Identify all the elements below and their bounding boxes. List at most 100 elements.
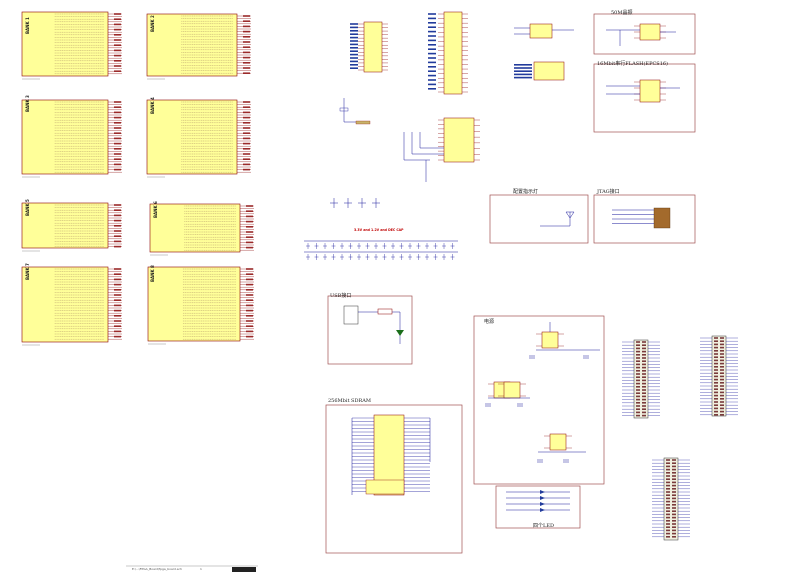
- hdr-dot: [720, 401, 724, 403]
- hdr-dot: [642, 373, 646, 375]
- hdr-dot: [672, 500, 676, 503]
- net-label: [243, 137, 250, 140]
- net-label: [246, 205, 253, 207]
- net-label: [243, 30, 250, 33]
- conn-pin-mark: [428, 17, 436, 20]
- net-label: [114, 204, 121, 206]
- net-label: [114, 278, 121, 281]
- hdr-dot: [720, 337, 724, 339]
- net-label: [114, 34, 121, 36]
- conn-pin-mark: [350, 36, 358, 39]
- hdr-dot: [672, 491, 676, 493]
- peripheral-circuits: [126, 11, 738, 572]
- usb-connector: [343, 305, 359, 325]
- hdr-dot: [672, 504, 676, 506]
- led-port-box: [489, 194, 589, 244]
- net-label: [114, 137, 121, 140]
- footer-sheet-number: 1: [200, 567, 202, 571]
- conn-pin-mark: [350, 43, 358, 46]
- conn-pin-mark: [350, 50, 358, 52]
- conn-pin-mark: [350, 67, 358, 69]
- conn-pin-mark: [428, 39, 436, 42]
- hdr-dot: [642, 398, 646, 401]
- hdr-dot: [642, 363, 646, 366]
- flash-box: [593, 63, 696, 133]
- hdr-dot: [720, 356, 724, 358]
- hdr-dot: [666, 468, 670, 471]
- conn-pin-mark: [428, 57, 436, 59]
- hdr-dot: [666, 523, 670, 525]
- hdr-dot: [714, 372, 718, 374]
- hdr-dot: [672, 475, 676, 477]
- hdr-dot: [714, 369, 718, 371]
- net-label: [114, 39, 121, 41]
- net-label: [243, 56, 250, 59]
- hdr-dot: [672, 478, 676, 480]
- leds-section-title: 四个LED: [533, 523, 554, 529]
- net-label: [114, 268, 121, 270]
- net-label: [114, 111, 121, 114]
- hdr-dot: [636, 373, 640, 375]
- net-label: [246, 241, 253, 244]
- sdram-section-title: 256Mbit SDRAM: [328, 398, 371, 404]
- hdr-dot: [666, 497, 670, 500]
- hdr-dot: [666, 462, 670, 464]
- hdr-dot: [642, 366, 646, 369]
- net-label: [243, 25, 250, 28]
- hdr-dot: [642, 344, 646, 346]
- hdr-dot: [636, 392, 640, 394]
- net-label: [246, 294, 253, 296]
- net-label: [246, 236, 253, 238]
- regulator-ic-1: [541, 331, 559, 349]
- flash-net: [514, 76, 532, 79]
- hdr-dot: [636, 398, 640, 401]
- hdr-dot: [666, 465, 670, 468]
- net-label: [243, 41, 250, 43]
- net-label: [114, 142, 121, 145]
- net-label: [114, 289, 121, 291]
- fpga-bank-4: [146, 99, 238, 175]
- hdr-dot: [636, 370, 640, 372]
- net-label: [243, 67, 250, 69]
- conn-pin-mark: [350, 23, 358, 25]
- hdr-dot: [672, 523, 676, 525]
- hdr-dot: [642, 354, 646, 356]
- net-label: [243, 72, 250, 74]
- net-label: [114, 158, 121, 160]
- hdr-dot: [642, 389, 646, 391]
- hdr-dot: [636, 408, 640, 410]
- usb-section-title: USB接口: [330, 293, 352, 299]
- net-label: [246, 215, 253, 218]
- hdr-dot: [714, 414, 718, 416]
- hdr-dot: [636, 405, 640, 407]
- hdr-dot: [720, 404, 724, 406]
- conn-pin-mark: [428, 44, 436, 46]
- hdr-dot: [714, 401, 718, 403]
- hdr-dot: [672, 520, 676, 522]
- hdr-dot: [642, 386, 646, 388]
- hdr-dot: [642, 405, 646, 407]
- net-label: [114, 294, 121, 296]
- config-ic: [443, 117, 475, 163]
- hdr-dot: [720, 398, 724, 400]
- net-label: [114, 168, 121, 171]
- hdr-dot: [714, 359, 718, 362]
- net-label: [243, 62, 250, 64]
- hdr-dot: [720, 391, 724, 394]
- fpga-bank-7: [21, 266, 109, 343]
- hdr-dot: [666, 488, 670, 490]
- hdr-dot: [720, 394, 724, 397]
- flash-net: [514, 73, 532, 76]
- net-label: [246, 325, 253, 327]
- net-label: [246, 231, 253, 233]
- hdr-dot: [714, 378, 718, 381]
- jtag-section-title: JTAG接口: [597, 189, 620, 195]
- conn-pin-mark: [428, 74, 436, 77]
- hdr-dot: [636, 354, 640, 356]
- hdr-dot: [672, 459, 676, 461]
- net-label: [114, 23, 121, 26]
- regulator-ic-3: [503, 381, 521, 399]
- hdr-dot: [720, 385, 724, 387]
- power-box: [473, 315, 605, 485]
- net-label: [243, 122, 250, 124]
